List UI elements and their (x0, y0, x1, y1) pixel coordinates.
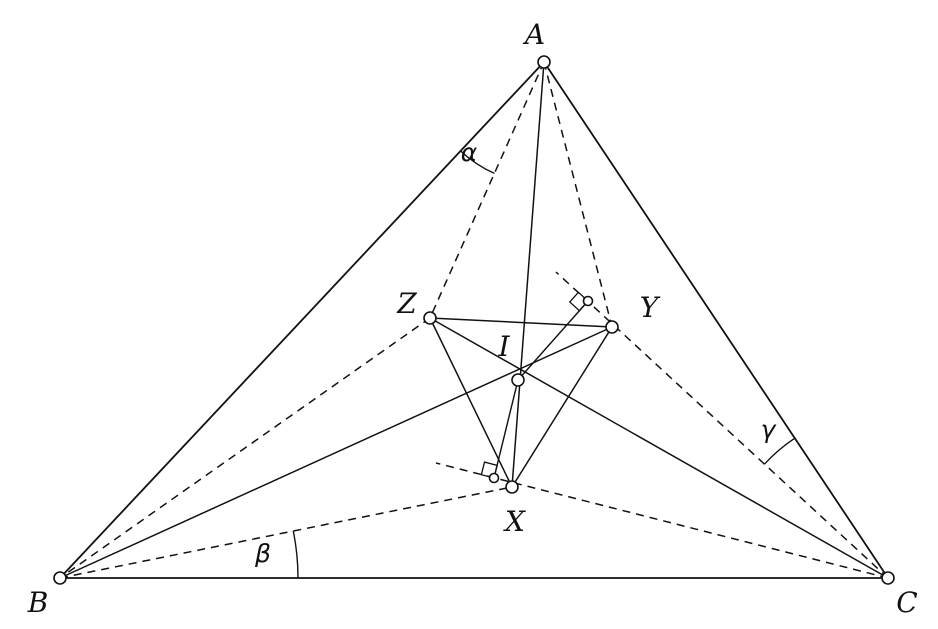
angle-arcs (292, 150, 796, 579)
side-yx (511, 326, 613, 488)
point-x (505, 480, 519, 494)
dashed-c-through-x (435, 462, 889, 579)
point-y (605, 320, 619, 334)
label-i: I (497, 330, 510, 363)
label-gamma: γ (761, 415, 777, 444)
right-angle-marks (480, 291, 589, 479)
dashed-c-through-y (555, 271, 889, 579)
angle-arc-beta (292, 530, 299, 579)
outer-triangle (59, 61, 889, 579)
point-z (423, 311, 437, 325)
cevian-c-z (429, 317, 889, 579)
point-markers (53, 55, 895, 585)
side-ab (59, 61, 545, 579)
label-beta: β (254, 539, 271, 568)
right-angle-mark-near-x (480, 461, 498, 479)
inner-triangle (429, 317, 613, 488)
label-alpha: α (461, 138, 478, 167)
dashed-z-b (59, 317, 431, 579)
angle-arc-alpha (460, 150, 495, 175)
dashed-a-z (429, 61, 545, 319)
label-c: C (896, 586, 917, 619)
point-a (537, 55, 551, 69)
perpendicular-i-foot-y (517, 300, 589, 381)
right-angle-mark-near-y (568, 291, 589, 312)
dashed-b-x (59, 486, 513, 579)
cevian-b-y (59, 326, 613, 579)
perpendicular-i-foot-x (493, 379, 519, 479)
point-b (53, 571, 67, 585)
label-x: X (503, 505, 526, 538)
label-y: Y (640, 291, 661, 324)
cevians (59, 61, 889, 579)
foot-point-near-y (582, 295, 594, 307)
side-zy (429, 317, 613, 328)
label-b: B (27, 586, 49, 619)
point-c (881, 571, 895, 585)
angle-arc-gamma (763, 437, 796, 465)
cevian-a-x (511, 61, 545, 488)
labels: A B C Z Y I X α β γ (27, 18, 918, 619)
point-i (511, 373, 525, 387)
dashed-a-y (543, 61, 613, 328)
label-a: A (522, 18, 545, 51)
dashed-lines (59, 61, 889, 579)
perpendiculars-from-i (493, 300, 589, 479)
foot-point-near-x (488, 472, 500, 484)
label-z: Z (396, 287, 417, 320)
side-ca (543, 61, 889, 579)
